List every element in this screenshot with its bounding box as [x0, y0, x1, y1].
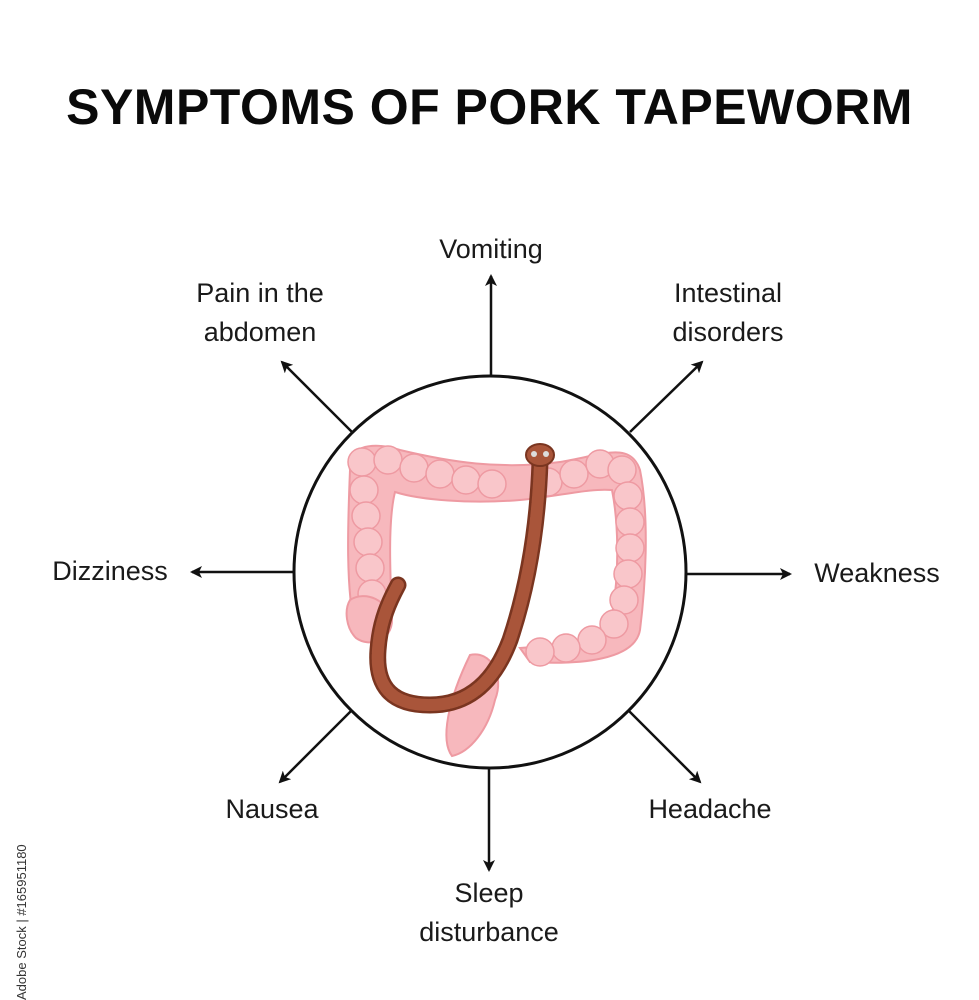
label-sleep: Sleep disturbance [419, 878, 559, 947]
tapeworm-head [525, 443, 555, 467]
label-pain-abdomen: Pain in the abdomen [196, 278, 324, 347]
arrow-pain-abdomen [280, 360, 353, 433]
stock-credit: Adobe Stock | #165951180 [14, 844, 29, 1000]
label-weakness: Weakness [814, 558, 940, 588]
arrow-intestinal [629, 360, 704, 433]
tapeworm-illustration [369, 443, 555, 714]
label-headache: Headache [648, 794, 772, 824]
arrow-nausea [278, 709, 353, 784]
label-dizziness: Dizziness [52, 556, 168, 586]
intestine-illustration [345, 444, 647, 758]
page-title: SYMPTOMS OF PORK TAPEWORM [66, 79, 913, 135]
label-intestinal: Intestinal disorders [672, 278, 784, 347]
arrows [190, 274, 792, 872]
label-nausea: Nausea [225, 794, 319, 824]
arrow-headache [627, 709, 702, 784]
label-vomiting: Vomiting [439, 234, 543, 264]
